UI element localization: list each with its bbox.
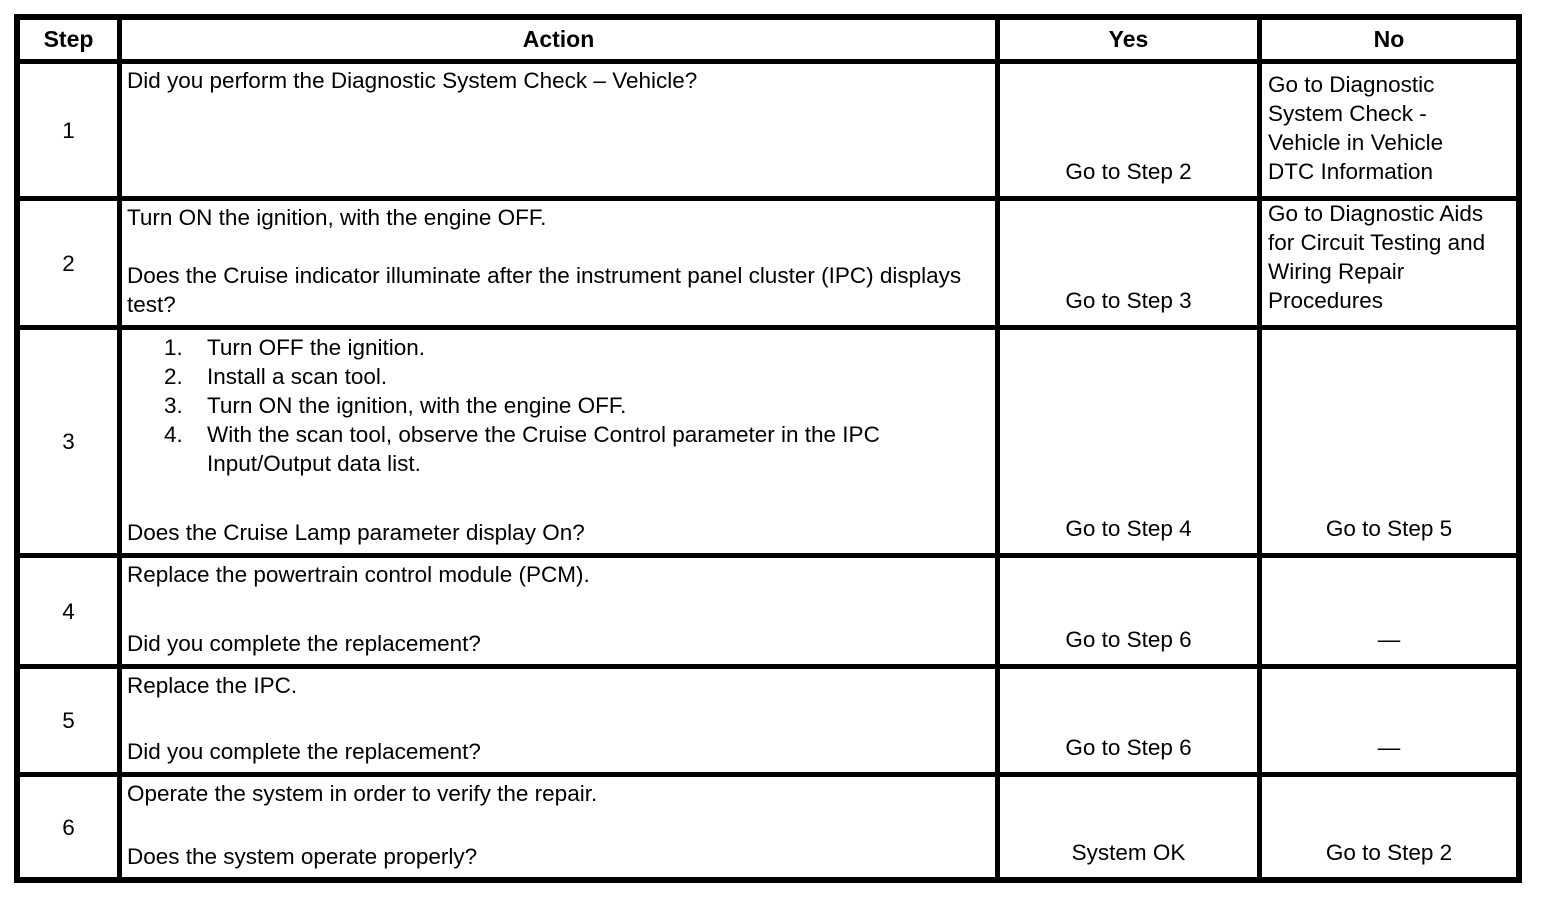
list-text: With the scan tool, observe the Cruise C… — [207, 422, 880, 476]
no-cell: Go to Diagnostic Aids for Circuit Testin… — [1262, 201, 1516, 325]
yes-value: Go to Step 3 — [1065, 288, 1192, 313]
no-cell: Go to Step 2 — [1262, 777, 1516, 877]
action-question: Does the Cruise Lamp parameter display O… — [127, 520, 585, 545]
step-cell: 1 — [20, 64, 117, 196]
header-step: Step — [20, 20, 117, 59]
action-question: Does the Cruise indicator illuminate aft… — [127, 263, 962, 317]
no-cell: — — [1262, 669, 1516, 772]
step-number: 5 — [62, 708, 75, 733]
list-text: Turn OFF the ignition. — [207, 335, 426, 360]
action-intro: Turn ON the ignition, with the engine OF… — [127, 205, 547, 230]
action-cell: 1. Turn OFF the ignition. 2. Install a scan… — [122, 330, 995, 553]
yes-value: Go to Step 4 — [1065, 516, 1192, 541]
action-intro: Replace the powertrain control module (P… — [127, 562, 590, 587]
action-main: Did you perform the Diagnostic System Ch… — [127, 66, 991, 95]
step-cell: 4 — [20, 558, 117, 664]
action-list-item: 1. Turn OFF the ignition. — [127, 333, 991, 362]
action-list-item: 2. Install a scan tool. — [127, 362, 991, 391]
yes-value: Go to Step 6 — [1065, 627, 1192, 652]
action-main: 1. Turn OFF the ignition. 2. Install a scan… — [127, 332, 991, 478]
no-value: Go to Diagnostic Aids for Circuit Testin… — [1268, 201, 1486, 313]
list-number: 3. — [164, 393, 183, 418]
list-number: 2. — [164, 364, 183, 389]
action-list-item: 4. With the scan tool, observe the Cruise… — [127, 420, 991, 478]
no-value: Go to Diagnostic System Check - Vehicle … — [1268, 72, 1444, 184]
list-number: 1. — [164, 335, 183, 360]
step-number: 1 — [62, 117, 75, 143]
action-cell: Turn ON the ignition, with the engine OF… — [122, 201, 995, 325]
action-cell: Did you perform the Diagnostic System Ch… — [122, 64, 995, 196]
yes-value: Go to Step 6 — [1065, 735, 1192, 760]
no-cell: Go to Step 5 — [1262, 330, 1516, 553]
action-cell: Replace the IPC. Did you complete the rep… — [122, 669, 995, 772]
step-cell: 3 — [20, 330, 117, 553]
step-number: 3 — [62, 429, 75, 454]
action-question: Did you complete the replacement? — [127, 739, 481, 764]
action-main: Operate the system in order to verify th… — [127, 779, 991, 808]
yes-value: Go to Step 2 — [1065, 159, 1192, 184]
diagnostic-table: Step Action Yes No 1 Did you perform the … — [14, 14, 1522, 883]
yes-cell: System OK — [1000, 777, 1257, 877]
action-intro: Did you perform the Diagnostic System Ch… — [127, 68, 698, 93]
step-cell: 2 — [20, 201, 117, 325]
list-text: Turn ON the ignition, with the engine OF… — [207, 393, 627, 418]
action-main: Replace the powertrain control module (P… — [127, 560, 991, 589]
step-cell: 6 — [20, 777, 117, 877]
action-question: Did you complete the replacement? — [127, 631, 481, 656]
step-number: 6 — [62, 814, 75, 840]
no-cell: Go to Diagnostic System Check - Vehicle … — [1262, 64, 1516, 196]
step-cell: 5 — [20, 669, 117, 772]
action-cell: Operate the system in order to verify th… — [122, 777, 995, 877]
step-number: 2 — [62, 250, 75, 276]
no-cell: — — [1262, 558, 1516, 664]
action-list: 1. Turn OFF the ignition. 2. Install a scan… — [127, 332, 991, 478]
header-yes: Yes — [1000, 20, 1257, 59]
list-number: 4. — [164, 422, 183, 447]
yes-cell: Go to Step 6 — [1000, 558, 1257, 664]
action-question: Does the system operate properly? — [127, 844, 478, 869]
yes-cell: Go to Step 4 — [1000, 330, 1257, 553]
no-value: Go to Step 2 — [1325, 840, 1453, 865]
no-value: — — [1377, 735, 1401, 760]
no-value: — — [1377, 627, 1401, 652]
action-main: Replace the IPC. — [127, 671, 991, 700]
action-main: Turn ON the ignition, with the engine OF… — [127, 203, 991, 232]
yes-value: System OK — [1071, 840, 1186, 865]
no-value: Go to Step 5 — [1325, 516, 1453, 541]
header-action: Action — [122, 20, 995, 59]
action-intro: Operate the system in order to verify th… — [127, 781, 598, 806]
action-list-item: 3. Turn ON the ignition, with the engine … — [127, 391, 991, 420]
yes-cell: Go to Step 2 — [1000, 64, 1257, 196]
yes-cell: Go to Step 3 — [1000, 201, 1257, 325]
yes-cell: Go to Step 6 — [1000, 669, 1257, 772]
step-number: 4 — [62, 598, 75, 624]
action-cell: Replace the powertrain control module (P… — [122, 558, 995, 664]
action-intro: Replace the IPC. — [127, 673, 298, 698]
header-no: No — [1262, 20, 1516, 59]
list-text: Install a scan tool. — [207, 364, 388, 389]
